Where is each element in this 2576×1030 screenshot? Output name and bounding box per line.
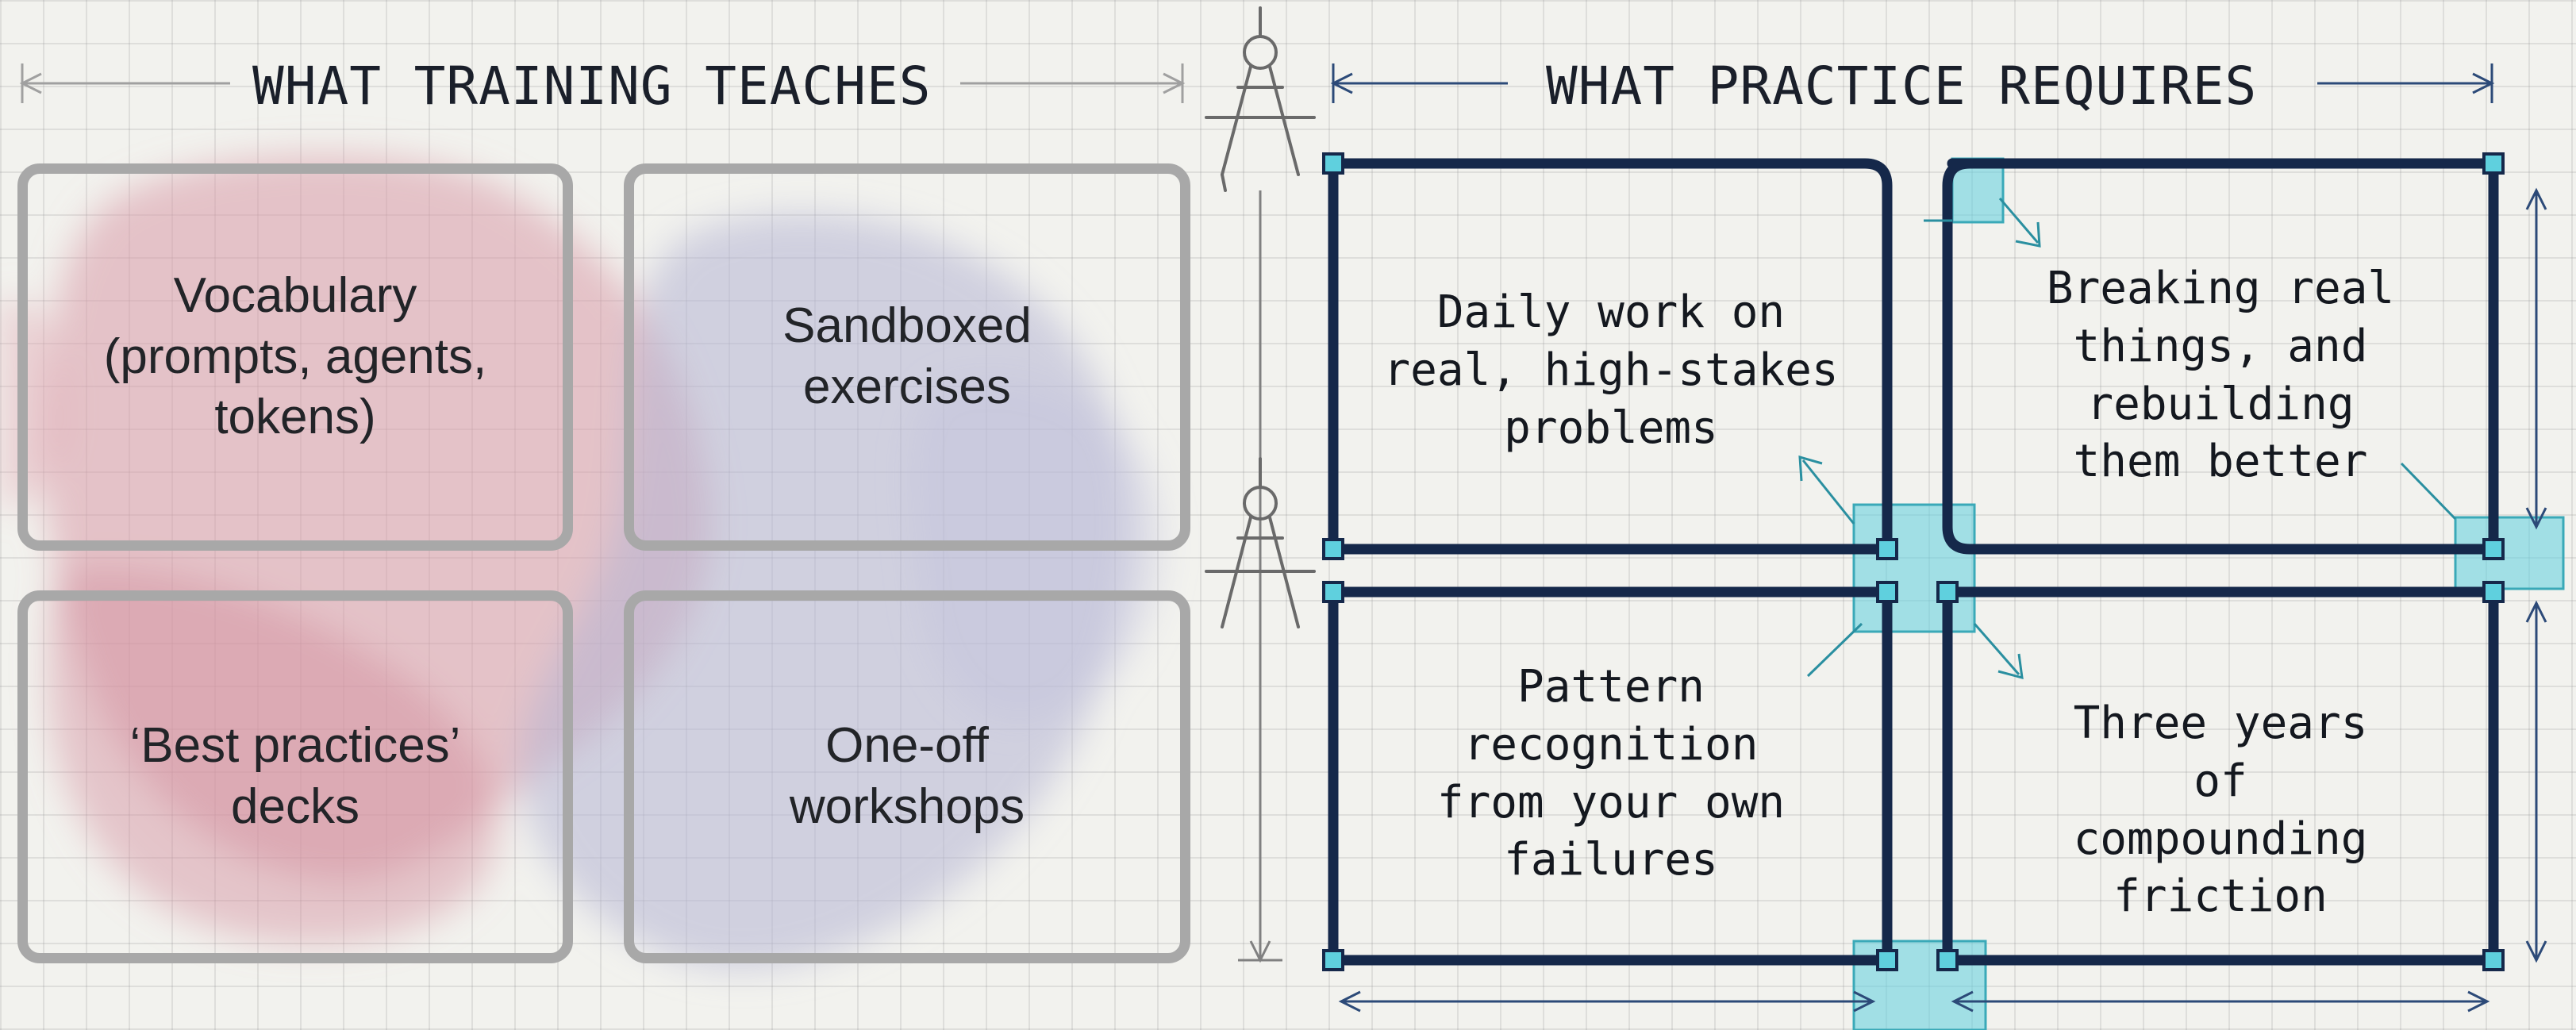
training-card-label: Vocabulary (prompts, agents, tokens) — [103, 267, 487, 445]
practice-card-label-daily-work: Daily work on real, high-stakes problems — [1383, 286, 1839, 454]
bottom-dimension-lines — [1338, 990, 2490, 1013]
practice-card-label-pattern: Pattern recognition from your own failur… — [1436, 661, 1786, 886]
center-vertical-dimension — [1238, 190, 1282, 963]
training-card-vocabulary: Vocabulary (prompts, agents, tokens) — [17, 163, 573, 551]
practice-heading: WHAT PRACTICE REQUIRES — [1546, 56, 2258, 117]
training-card-best-practices: ‘Best practices’ decks — [17, 590, 573, 963]
right-heading-dimension-line — [1330, 63, 2495, 103]
training-card-label: Sandboxed exercises — [782, 298, 1032, 414]
left-heading-dimension-line — [19, 63, 1186, 103]
practice-card-label-compounding: Three years of compounding friction — [2073, 698, 2368, 923]
practice-boxes — [1328, 158, 2499, 966]
training-card-label: One-off workshops — [789, 718, 1025, 834]
corner-markers — [1322, 152, 2505, 971]
leader-arrows — [1798, 198, 2457, 680]
practice-card-label-breaking: Breaking real things, and rebuilding the… — [2046, 263, 2395, 488]
training-card-workshops: One-off workshops — [624, 590, 1190, 963]
cyan-highlights — [1852, 157, 2565, 1030]
training-card-label: ‘Best practices’ decks — [129, 718, 461, 834]
drafting-compass-icon — [1205, 6, 1316, 192]
right-dimension-lines — [2525, 187, 2547, 963]
training-heading: WHAT TRAINING TEACHES — [252, 56, 932, 117]
drafting-compass-icon — [1205, 457, 1316, 628]
training-card-sandboxed: Sandboxed exercises — [624, 163, 1190, 551]
